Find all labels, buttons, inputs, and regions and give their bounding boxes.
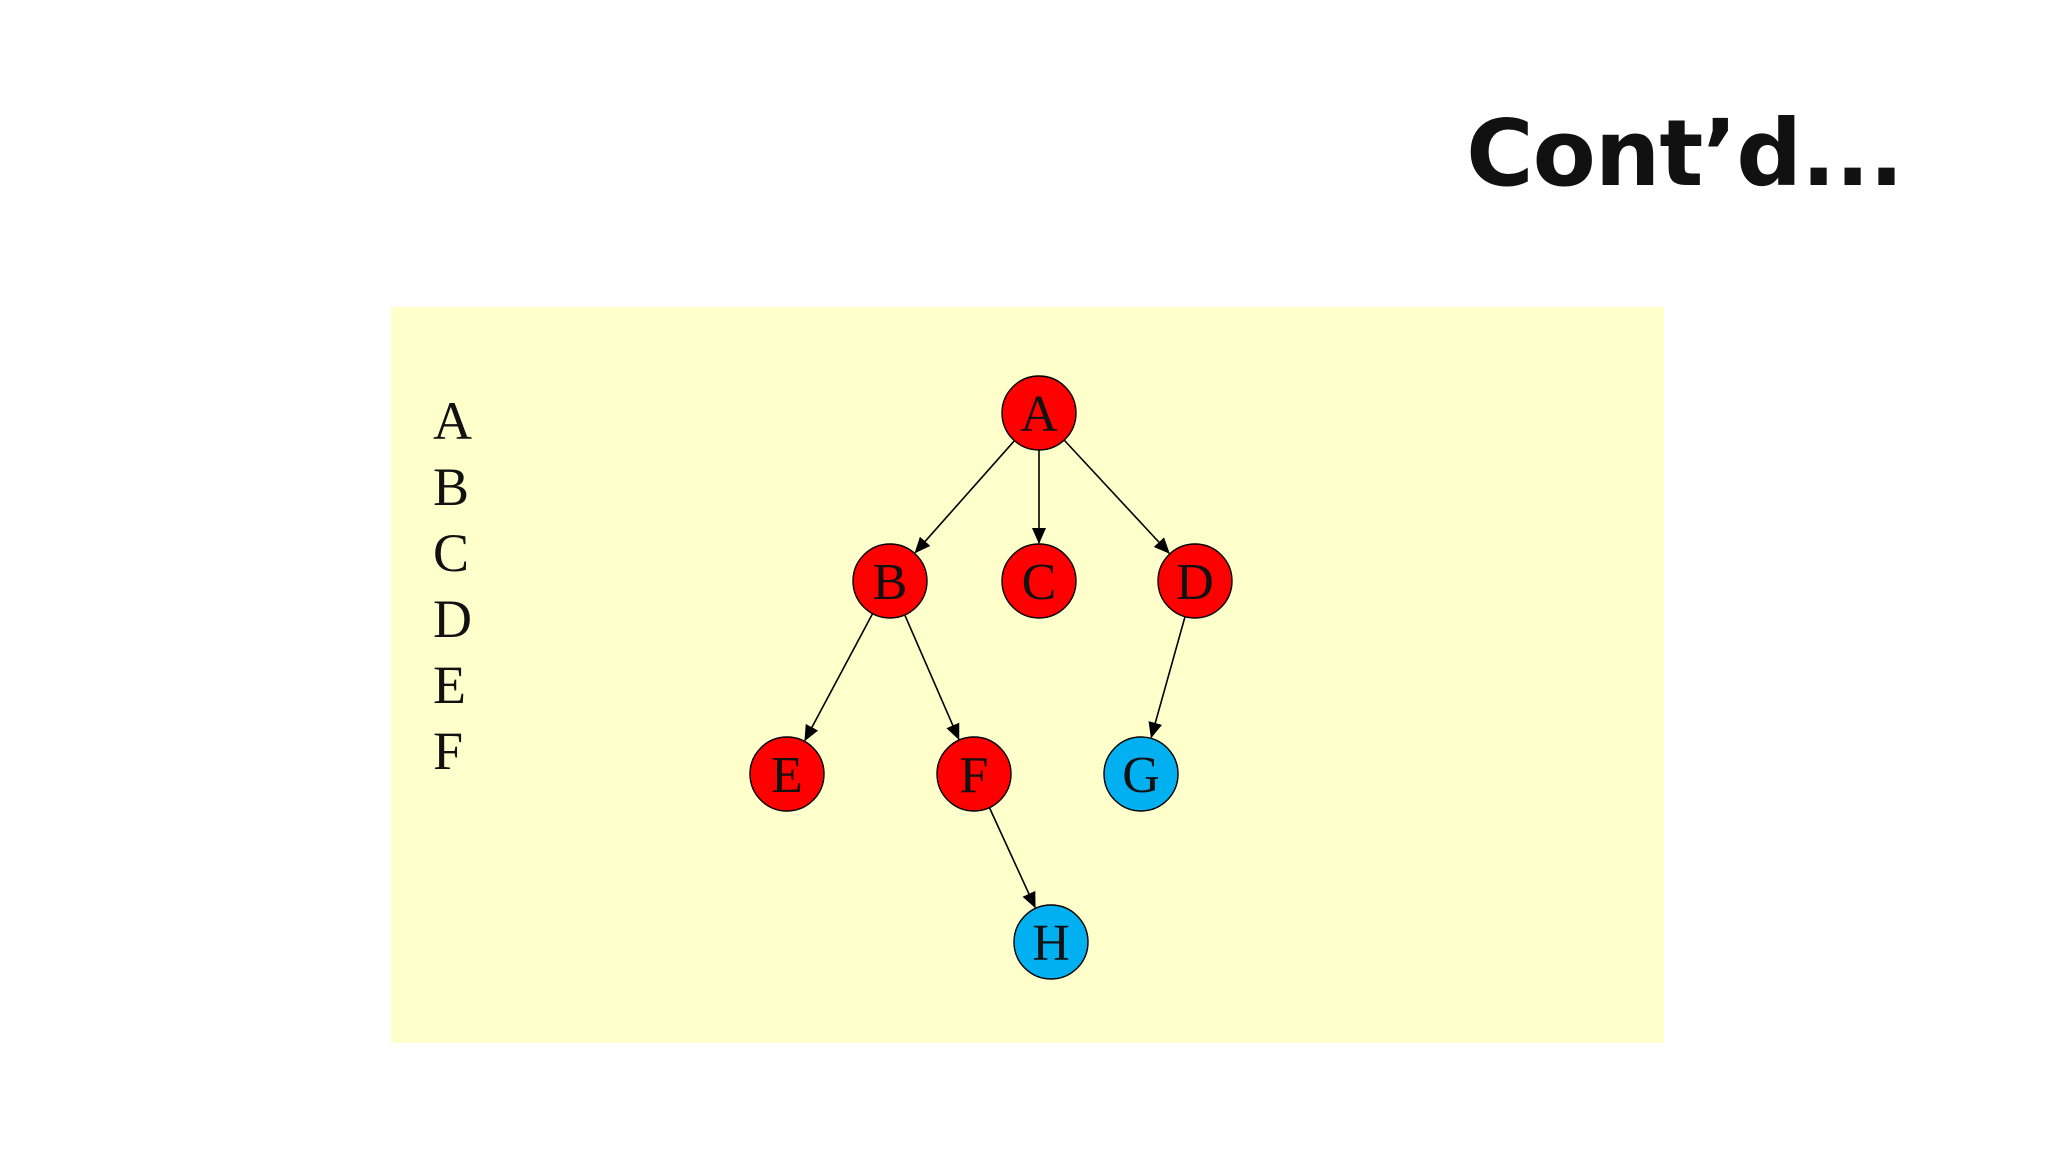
node-h: H xyxy=(1013,904,1089,980)
edge-f-h xyxy=(988,807,1036,909)
slide-title: Cont’d... xyxy=(1466,100,1904,207)
node-circle-h xyxy=(1013,904,1089,980)
queue-item: A xyxy=(433,391,472,451)
node-label-c: C xyxy=(1022,554,1057,611)
node-d: D xyxy=(1157,543,1233,619)
node-label-g: G xyxy=(1122,747,1160,804)
tree-nodes: A B C D E F G H xyxy=(749,375,1233,980)
edge-a-b xyxy=(914,440,1016,554)
edge-b-f xyxy=(904,614,960,741)
node-a: A xyxy=(1001,375,1077,451)
node-c: C xyxy=(1001,543,1077,619)
edge-d-g xyxy=(1148,616,1186,739)
node-b: B xyxy=(852,543,928,619)
tree-edges xyxy=(804,439,1186,909)
node-label-a: A xyxy=(1020,386,1058,443)
node-f: F xyxy=(936,736,1012,812)
queue-item: C xyxy=(433,523,470,583)
node-circle-c xyxy=(1001,543,1077,619)
node-label-d: D xyxy=(1176,554,1214,611)
node-label-f: F xyxy=(960,747,989,804)
queue-item: E xyxy=(433,655,466,715)
node-circle-a xyxy=(1001,375,1077,451)
queue-item: F xyxy=(433,721,464,781)
queue-item: D xyxy=(433,589,472,649)
visited-queue: A B C D E F xyxy=(433,388,472,784)
node-circle-e xyxy=(749,736,825,812)
node-g: G xyxy=(1103,736,1179,812)
node-circle-g xyxy=(1103,736,1179,812)
queue-item: B xyxy=(433,457,470,517)
node-e: E xyxy=(749,736,825,812)
node-label-h: H xyxy=(1032,915,1070,972)
node-circle-b xyxy=(852,543,928,619)
node-label-e: E xyxy=(771,747,803,804)
edge-a-d xyxy=(1063,439,1170,554)
node-circle-d xyxy=(1157,543,1233,619)
edge-b-e xyxy=(804,613,874,742)
node-label-b: B xyxy=(873,554,908,611)
node-circle-f xyxy=(936,736,1012,812)
